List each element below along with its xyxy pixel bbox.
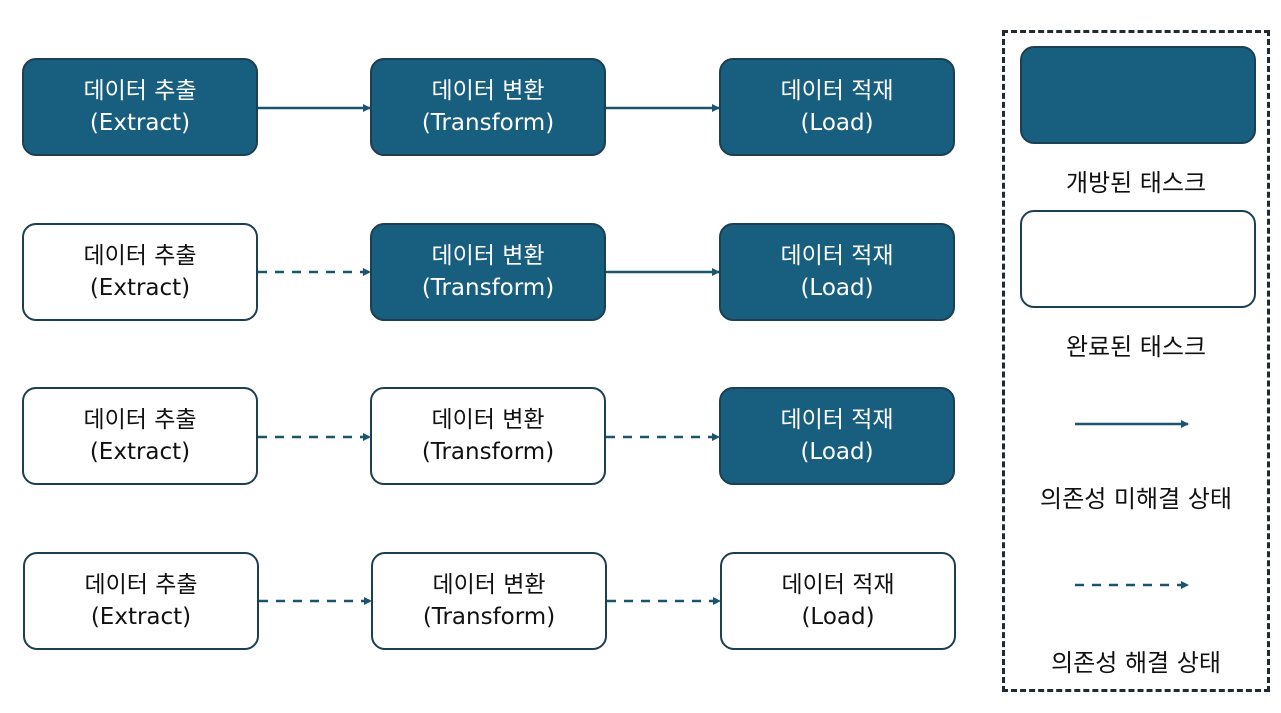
legend-done-swatch <box>1020 210 1256 308</box>
transform-task-row1: 데이터 변환 (Transform) <box>370 58 606 156</box>
task-subtitle: (Load) <box>801 604 875 630</box>
load-task-row3: 데이터 적재 (Load) <box>719 387 955 485</box>
transform-task-row4: 데이터 변환 (Transform) <box>371 552 607 650</box>
legend-open-label: 개방된 태스크 <box>1065 169 1207 197</box>
legend-open-swatch <box>1020 46 1256 144</box>
load-task-row1: 데이터 적재 (Load) <box>719 58 955 156</box>
task-subtitle: (Load) <box>800 439 874 465</box>
task-title: 데이터 변환 <box>431 78 545 104</box>
legend-resolved-label: 의존성 해결 상태 <box>1051 649 1221 677</box>
load-task-row2: 데이터 적재 (Load) <box>719 223 955 321</box>
task-title: 데이터 적재 <box>780 407 894 433</box>
task-subtitle: (Load) <box>800 110 874 136</box>
task-subtitle: (Transform) <box>422 604 556 630</box>
extract-task-row3: 데이터 추출 (Extract) <box>22 387 258 485</box>
transform-task-row3: 데이터 변환 (Transform) <box>370 387 606 485</box>
task-title: 데이터 추출 <box>83 407 197 433</box>
task-subtitle: (Transform) <box>421 439 555 465</box>
legend-unresolved-label: 의존성 미해결 상태 <box>1040 485 1232 513</box>
task-title: 데이터 적재 <box>780 78 894 104</box>
task-subtitle: (Extract) <box>89 439 191 465</box>
task-subtitle: (Extract) <box>89 275 191 301</box>
task-subtitle: (Transform) <box>421 275 555 301</box>
task-title: 데이터 변환 <box>431 243 545 269</box>
task-title: 데이터 추출 <box>83 78 197 104</box>
task-title: 데이터 적재 <box>781 572 895 598</box>
extract-task-row1: 데이터 추출 (Extract) <box>22 58 258 156</box>
task-title: 데이터 적재 <box>780 243 894 269</box>
load-task-row4: 데이터 적재 (Load) <box>720 552 956 650</box>
task-title: 데이터 추출 <box>83 243 197 269</box>
task-subtitle: (Load) <box>800 275 874 301</box>
legend: 개방된 태스크 완료된 태스크 의존성 미해결 상태 의존성 해결 상태 <box>1002 30 1270 692</box>
task-title: 데이터 추출 <box>84 572 198 598</box>
task-title: 데이터 변환 <box>432 572 546 598</box>
task-title: 데이터 변환 <box>431 407 545 433</box>
task-subtitle: (Extract) <box>89 110 191 136</box>
transform-task-row2: 데이터 변환 (Transform) <box>370 223 606 321</box>
task-subtitle: (Transform) <box>421 110 555 136</box>
extract-task-row2: 데이터 추출 (Extract) <box>22 223 258 321</box>
extract-task-row4: 데이터 추출 (Extract) <box>23 552 259 650</box>
task-subtitle: (Extract) <box>90 604 192 630</box>
legend-done-label: 완료된 태스크 <box>1065 333 1207 361</box>
